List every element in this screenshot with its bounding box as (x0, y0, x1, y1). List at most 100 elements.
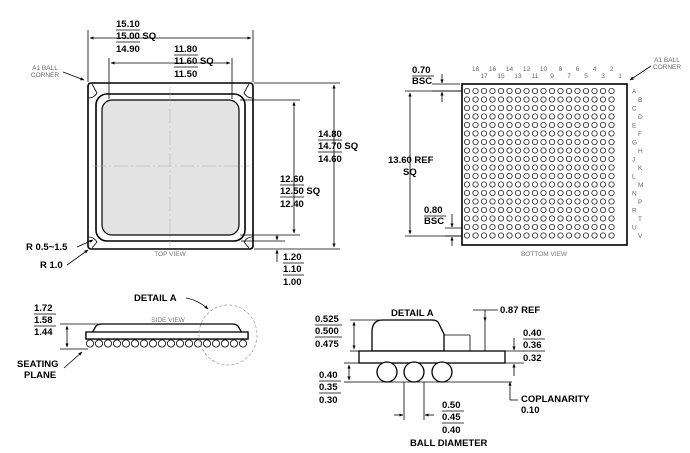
coplanarity-value: 0.10 (521, 405, 540, 416)
solder-ball (472, 130, 479, 137)
solder-ball (540, 189, 547, 197)
solder-ball (514, 155, 522, 163)
column-number: 3 (601, 73, 605, 80)
row-letter: B (638, 97, 642, 104)
solder-ball (497, 164, 505, 171)
solder-ball (548, 104, 556, 112)
solder-ball (548, 172, 556, 180)
lid-inner (101, 99, 240, 236)
solder-ball (565, 138, 573, 146)
a1-label-line1: A1 BALL (32, 65, 58, 72)
solder-ball (506, 121, 513, 129)
solder-ball (480, 113, 488, 120)
solder-ball (574, 172, 581, 180)
solder-ball (591, 121, 598, 129)
solder-ball (608, 155, 615, 163)
solder-ball (591, 87, 598, 95)
row-letter: F (638, 131, 642, 138)
solder-ball (574, 189, 581, 197)
side-ball (104, 339, 113, 348)
solder-ball (574, 181, 581, 188)
solder-ball (540, 104, 547, 112)
solder-ball (523, 121, 530, 129)
solder-ball (608, 87, 615, 95)
solder-ball (565, 164, 573, 171)
row-letter: L (632, 174, 636, 181)
solder-ball (565, 104, 573, 112)
solder-ball (582, 121, 590, 129)
solder-ball (591, 206, 598, 214)
solder-ball (463, 121, 471, 129)
solder-ball (480, 198, 488, 205)
solder-ball (489, 87, 496, 95)
solder-ball (506, 164, 513, 171)
side-balls (86, 339, 247, 348)
solder-ball (506, 130, 513, 137)
lid-height-max: 12.60 (280, 174, 304, 185)
solder-ball (599, 147, 607, 154)
detail-body-nom: 0.500 (315, 326, 339, 337)
solder-ball (608, 113, 615, 120)
detail-substrate (358, 350, 506, 364)
solder-ball (489, 113, 496, 120)
side-ball (157, 339, 166, 348)
solder-ball (540, 172, 547, 180)
solder-ball (565, 232, 573, 239)
solder-ball (557, 181, 564, 188)
solder-ball (506, 113, 513, 120)
detail-standoff-min: 0.30 (319, 395, 338, 406)
solder-ball (565, 96, 573, 103)
pkg-width-nom: 15.00 SQ (116, 31, 156, 42)
solder-ball (574, 198, 581, 205)
solder-ball (599, 189, 607, 197)
solder-ball (574, 206, 581, 214)
solder-ball (591, 181, 598, 188)
solder-ball (608, 198, 615, 205)
solder-ball (565, 198, 573, 205)
top-view-caption: TOP VIEW (154, 251, 186, 258)
solder-ball (472, 138, 479, 146)
solder-ball (565, 87, 573, 95)
pkg-height-nom: 14.70 SQ (318, 141, 358, 152)
solder-ball (557, 164, 564, 171)
solder-ball (480, 104, 488, 112)
row-letter: K (638, 165, 643, 172)
solder-ball (497, 130, 505, 137)
solder-ball (523, 206, 530, 214)
solder-ball (608, 96, 615, 103)
solder-ball (540, 138, 547, 146)
solder-ball (489, 138, 496, 146)
column-number: 10 (540, 66, 548, 73)
solder-ball (565, 189, 573, 197)
side-ball (211, 339, 220, 348)
row-letter: R (632, 208, 637, 215)
solder-ball (608, 232, 615, 239)
solder-ball (489, 223, 496, 231)
solder-ball (514, 130, 522, 137)
solder-ball (608, 164, 615, 171)
solder-ball (514, 164, 522, 171)
solder-ball (506, 172, 513, 180)
solder-ball (582, 130, 590, 137)
solder-ball (472, 147, 479, 154)
solder-ball (531, 215, 539, 222)
solder-ball (523, 155, 530, 163)
solder-ball (506, 87, 513, 95)
solder-ball (497, 223, 505, 231)
solder-ball (591, 198, 598, 205)
solder-ball (489, 130, 496, 137)
corner-radius-label: R 0.5~1.5 (26, 242, 68, 253)
column-number: 16 (489, 66, 497, 73)
solder-ball (506, 96, 513, 103)
solder-ball (463, 87, 471, 95)
row-letter: G (632, 140, 637, 147)
solder-ball (599, 96, 607, 103)
solder-ball (480, 181, 488, 188)
detail-ball-3 (431, 361, 453, 383)
column-number: 6 (576, 66, 580, 73)
solder-ball (497, 113, 505, 120)
solder-ball (514, 198, 522, 205)
solder-ball (565, 172, 573, 180)
column-number: 7 (567, 73, 571, 80)
solder-ball (557, 198, 564, 205)
